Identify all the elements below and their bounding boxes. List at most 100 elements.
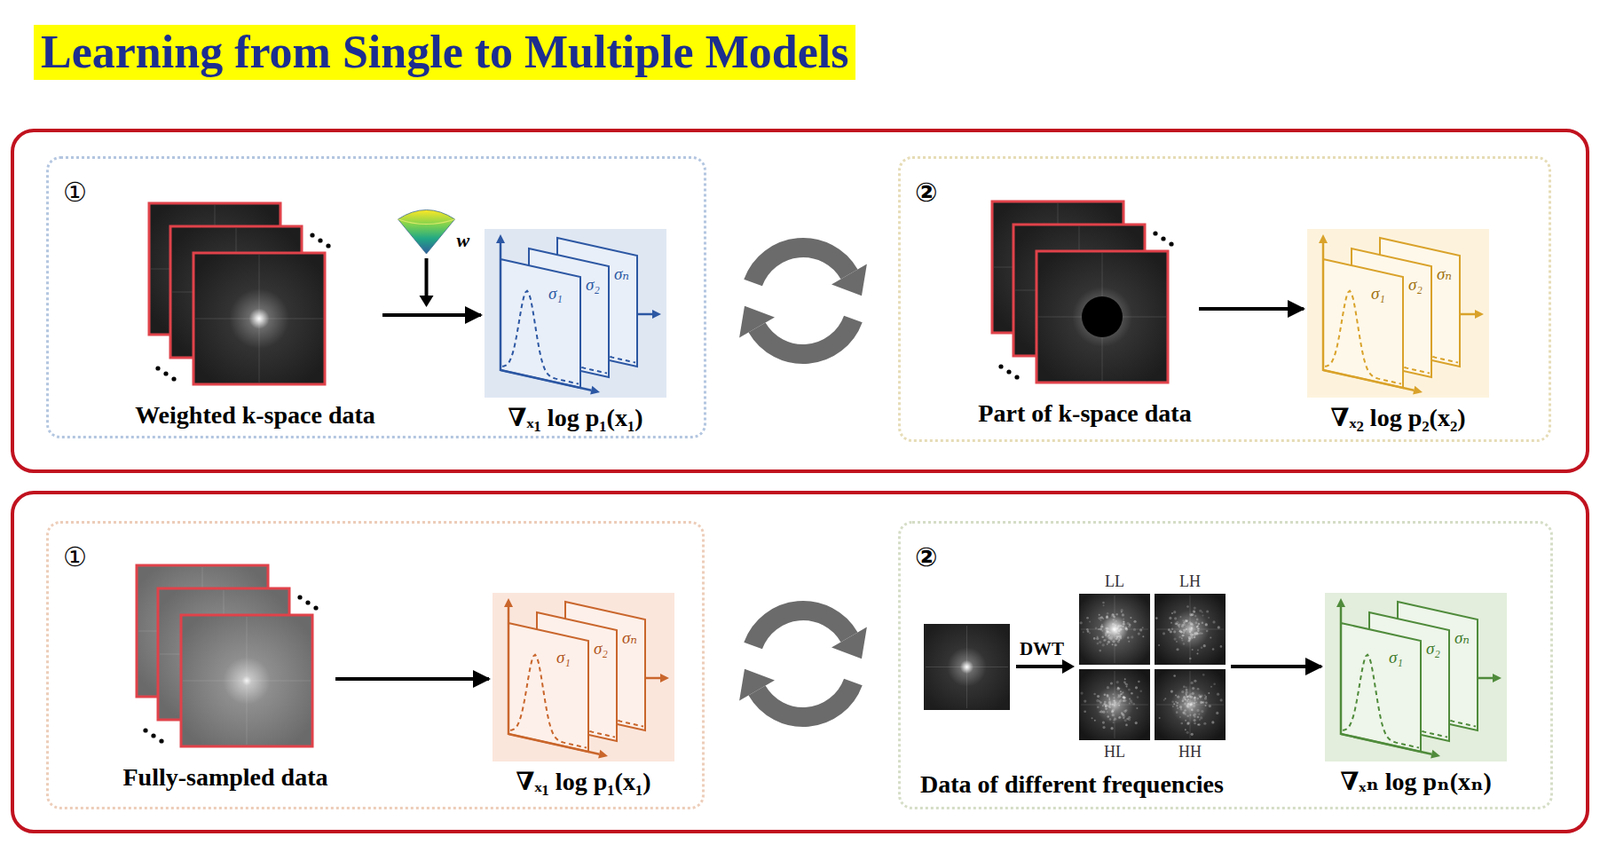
texture-dot <box>1185 695 1189 699</box>
texture-dot <box>1139 628 1143 631</box>
texture-dot <box>1170 622 1173 624</box>
texture-dot <box>1205 609 1209 613</box>
texture-dot <box>1181 638 1183 641</box>
score-plot: σ₁σ₂σₙ∇ₓ₂ log p₂(x₂) <box>1307 228 1490 437</box>
texture-dot <box>1189 693 1192 696</box>
noise-level-label: σ₂ <box>1408 275 1423 296</box>
transform-label: DWT <box>1019 638 1065 661</box>
cycle-arc <box>756 682 853 718</box>
texture-dot <box>1083 699 1087 702</box>
flow-arrow <box>382 313 481 317</box>
texture-dot <box>1086 628 1089 631</box>
plot-axis <box>508 733 600 755</box>
kspace-line <box>966 625 968 709</box>
texture-dot <box>1181 690 1184 694</box>
texture-dot <box>1117 640 1120 644</box>
subband-image <box>1079 593 1151 665</box>
texture-dot <box>1108 698 1111 701</box>
plot-background <box>1324 592 1507 762</box>
kspace-slice <box>193 252 325 385</box>
noise-level-label: σ₁ <box>548 283 563 305</box>
texture-dot <box>1192 609 1196 613</box>
plot-axis <box>1323 370 1414 391</box>
texture-dot <box>1102 617 1104 620</box>
texture-dot <box>1194 614 1198 618</box>
texture-dot <box>1190 709 1194 712</box>
kspace-images <box>118 561 325 750</box>
score-formula: ∇ₓ₁ log p₁(x₁) <box>507 402 643 434</box>
texture-dot <box>1185 619 1189 623</box>
plot-axis <box>645 677 661 680</box>
cycle-arc <box>753 610 850 646</box>
texture-dot <box>1201 614 1204 616</box>
texture-dot <box>1186 731 1190 734</box>
texture-dot <box>1163 699 1166 702</box>
texture-dot <box>1082 630 1085 633</box>
kspace-stack: Part of k-space data <box>974 197 1196 433</box>
texture-dot <box>1118 701 1121 705</box>
texture-dot <box>1095 627 1098 631</box>
texture-dot <box>1198 695 1202 699</box>
texture-dot <box>1106 612 1110 615</box>
texture-dot <box>1193 701 1196 704</box>
plot-axis-head <box>1318 234 1328 244</box>
noise-level-label: σ₁ <box>1371 283 1386 305</box>
texture-dot <box>1179 705 1183 709</box>
noise-level-label: σ₂ <box>585 275 600 296</box>
texture-dot <box>1175 647 1179 651</box>
texture-dot <box>1093 637 1096 640</box>
texture-dot <box>1155 616 1159 620</box>
kspace-image <box>1036 251 1168 383</box>
plot-axis-head <box>590 386 600 395</box>
texture-dot <box>1174 616 1177 620</box>
plot-axis <box>1322 243 1325 371</box>
texture-dot <box>1137 631 1141 635</box>
score-plot-drawing <box>492 592 675 764</box>
ellipsis-dot <box>1014 374 1019 379</box>
ellipsis-dot <box>1168 241 1174 246</box>
texture-dot <box>1205 622 1208 626</box>
texture-dot <box>1173 674 1176 678</box>
texture-dot <box>1122 695 1126 699</box>
kspace-line <box>259 254 261 383</box>
texture-dot <box>1212 647 1215 651</box>
texture-dot <box>1198 622 1201 626</box>
texture-dot <box>1208 704 1212 708</box>
texture-dot <box>1190 733 1194 736</box>
texture-dot <box>1127 636 1130 639</box>
texture-dot <box>1207 616 1210 619</box>
kspace-stack: Fully-sampled data <box>118 561 332 797</box>
noise-level-frame <box>500 259 581 388</box>
texture-dot <box>1168 616 1172 620</box>
texture-dot <box>1193 722 1197 726</box>
kspace-slice <box>181 614 313 747</box>
texture-dot <box>1183 709 1187 712</box>
texture-dot <box>1106 715 1110 718</box>
texture-dot <box>1186 722 1190 726</box>
texture-dot <box>1109 717 1112 721</box>
texture-dot <box>1122 695 1126 699</box>
texture-dot <box>1185 628 1188 631</box>
ellipsis-dot <box>305 599 310 605</box>
texture-dot <box>1122 622 1126 626</box>
texture-dot <box>1116 680 1120 684</box>
texture-dot <box>1122 715 1126 718</box>
ellipsis-dot <box>313 605 318 610</box>
texture-dot <box>1197 687 1200 691</box>
texture-dot <box>1097 628 1100 631</box>
texture-dot <box>1113 701 1117 704</box>
texture-dot <box>1180 630 1183 634</box>
texture-dot <box>1135 707 1138 710</box>
flow-arrow <box>335 677 489 681</box>
weight-symbol <box>398 210 456 308</box>
cycle-arrowhead <box>739 306 775 339</box>
noise-level-frame <box>508 622 589 752</box>
texture-dot <box>1197 629 1200 632</box>
texture-dot <box>1120 692 1124 695</box>
texture-dot <box>1112 700 1115 702</box>
texture-dot <box>1189 657 1192 661</box>
texture-dot <box>1111 639 1115 643</box>
method-panel: ②LLLHDWTHLHHData of different frequencie… <box>898 520 1553 810</box>
texture-dot <box>1198 609 1202 613</box>
texture-dot <box>1184 728 1187 731</box>
